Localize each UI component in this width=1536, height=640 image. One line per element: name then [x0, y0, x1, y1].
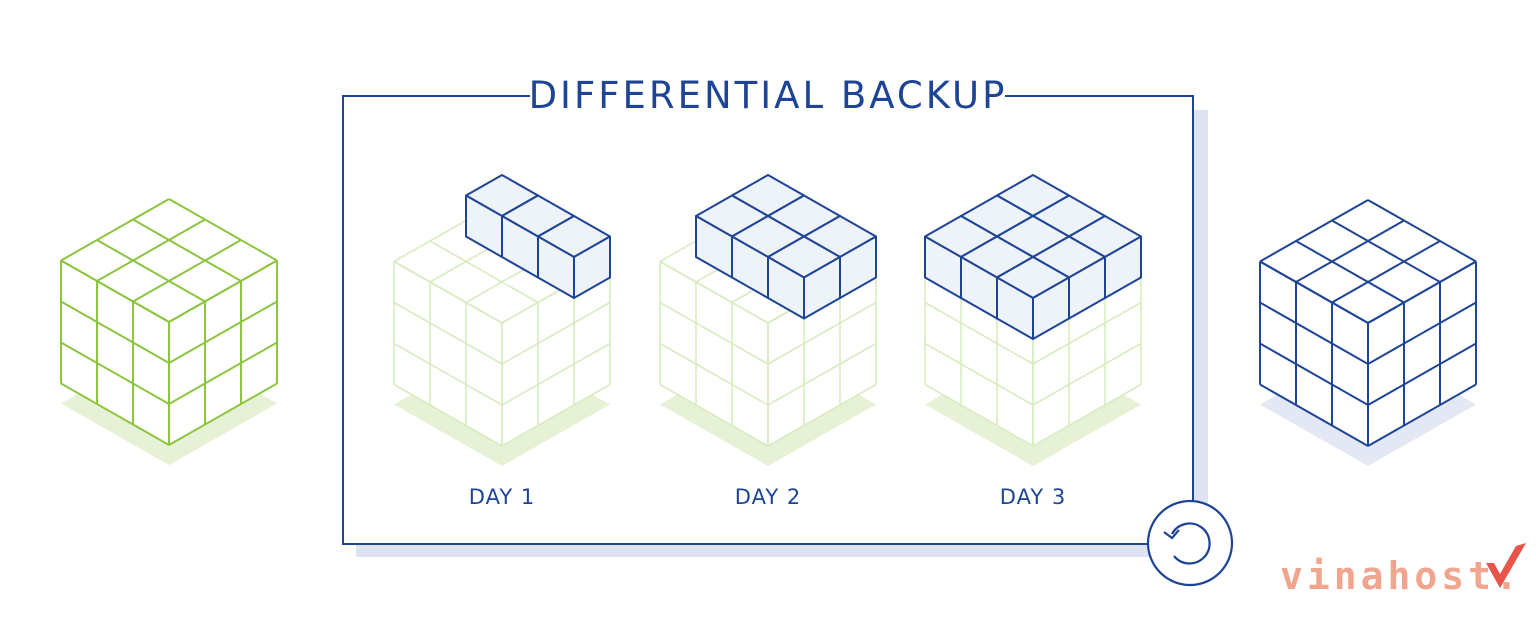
grid-line [501, 342, 611, 406]
grid-line [1259, 199, 1369, 263]
grid-line [1259, 383, 1369, 447]
grid-line [60, 300, 170, 364]
day-3-label: DAY 3 [1000, 485, 1066, 509]
grid-line [60, 259, 170, 323]
grid-line [767, 342, 877, 406]
grid-line [60, 382, 170, 446]
grid-line [1032, 301, 1142, 365]
grid-line [168, 382, 278, 446]
source-cube [60, 198, 278, 465]
grid-line [1331, 240, 1441, 304]
title-gap [530, 74, 1005, 118]
grid-line [96, 218, 206, 282]
day-2-cube [659, 174, 877, 466]
grid-line [924, 301, 1034, 365]
grid-line [501, 383, 611, 447]
grid-line [1259, 301, 1369, 365]
grid-line [168, 341, 278, 405]
grid-line [767, 383, 877, 447]
brand-text: vinahost. [1280, 554, 1522, 598]
backup-block-right [803, 256, 841, 320]
grid-line [429, 240, 539, 304]
grid-line [96, 239, 206, 303]
grid-line [168, 259, 278, 323]
day-3-cube [924, 174, 1142, 466]
grid-line [1259, 342, 1369, 406]
grid-line [393, 301, 503, 365]
backup-block-right [573, 235, 611, 299]
grid-line [767, 301, 877, 365]
grid-line [1367, 301, 1477, 365]
grid-line [1295, 219, 1405, 283]
day-1-label: DAY 1 [469, 485, 535, 509]
grid-line [1295, 240, 1405, 304]
grid-line [132, 239, 242, 303]
grid-line [659, 260, 769, 324]
day-2-label: DAY 2 [735, 485, 801, 509]
grid-line [60, 198, 170, 262]
grid-line [393, 260, 503, 324]
grid-line [1259, 260, 1369, 324]
grid-line [132, 218, 242, 282]
grid-line [1331, 219, 1441, 283]
backup-block-right [1032, 276, 1070, 340]
grid-line [501, 301, 611, 365]
grid-line [924, 383, 1034, 447]
grid-line [1367, 342, 1477, 406]
grid-line [1367, 260, 1477, 324]
grid-line [168, 300, 278, 364]
restored-cube [1259, 199, 1477, 466]
grid-line [393, 342, 503, 406]
grid-line [659, 383, 769, 447]
day-1-cube [393, 174, 611, 466]
grid-line [924, 342, 1034, 406]
grid-line [659, 301, 769, 365]
grid-line [1367, 199, 1477, 263]
grid-line [60, 341, 170, 405]
brand-logo: vinahost. [1280, 543, 1526, 598]
check-icon [1486, 543, 1526, 588]
grid-line [659, 342, 769, 406]
grid-line [1032, 383, 1142, 447]
diagram-title: DIFFERENTIAL BACKUP [529, 74, 1008, 117]
grid-line [393, 383, 503, 447]
grid-line [1367, 383, 1477, 447]
grid-line [168, 198, 278, 262]
restore-icon [1146, 499, 1234, 587]
grid-line [1032, 342, 1142, 406]
